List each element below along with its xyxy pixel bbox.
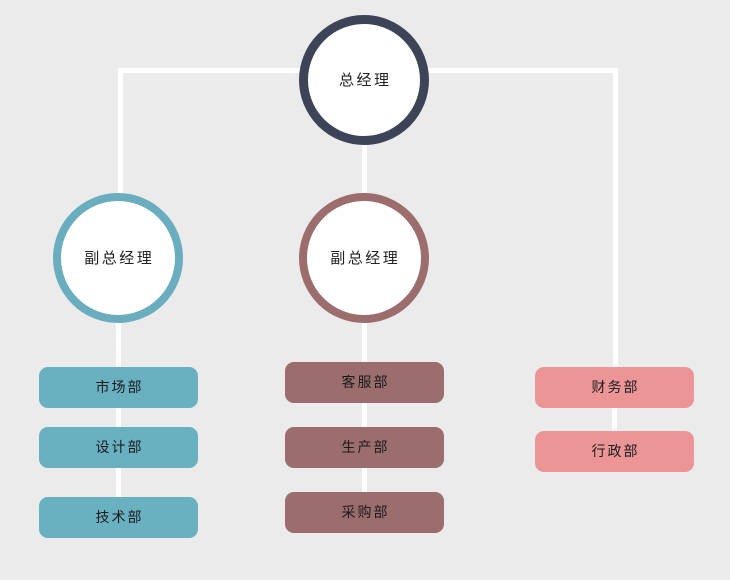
connector-right-column-spine bbox=[612, 370, 617, 470]
connector-root-to-middle-circle bbox=[362, 140, 367, 200]
node-deputy-general-manager-middle-label: 副总经理 bbox=[330, 248, 401, 267]
dept-box-procurement-label: 采购部 bbox=[341, 504, 390, 521]
dept-box-marketing-label: 市场部 bbox=[95, 379, 144, 396]
dept-box-technology[interactable]: 技术部 bbox=[39, 497, 198, 538]
dept-box-administration[interactable]: 行政部 bbox=[535, 431, 694, 472]
dept-box-administration-label: 行政部 bbox=[591, 443, 640, 460]
connector-bus-to-right-column bbox=[613, 68, 618, 373]
node-deputy-general-manager-middle[interactable]: 副总经理 bbox=[299, 193, 429, 323]
dept-box-customer-service[interactable]: 客服部 bbox=[285, 362, 444, 403]
dept-box-finance-label: 财务部 bbox=[591, 379, 640, 396]
dept-box-production[interactable]: 生产部 bbox=[285, 427, 444, 468]
dept-box-production-label: 生产部 bbox=[341, 439, 390, 456]
connector-middle-column-spine bbox=[362, 316, 367, 533]
node-general-manager-label: 总经理 bbox=[338, 70, 392, 89]
dept-box-customer-service-label: 客服部 bbox=[341, 374, 390, 391]
dept-box-finance[interactable]: 财务部 bbox=[535, 367, 694, 408]
node-deputy-general-manager-left[interactable]: 副总经理 bbox=[53, 193, 183, 323]
dept-box-design-label: 设计部 bbox=[95, 439, 144, 456]
dept-box-marketing[interactable]: 市场部 bbox=[39, 367, 198, 408]
dept-box-procurement[interactable]: 采购部 bbox=[285, 492, 444, 533]
dept-box-design[interactable]: 设计部 bbox=[39, 427, 198, 468]
node-deputy-general-manager-left-label: 副总经理 bbox=[84, 248, 155, 267]
node-general-manager[interactable]: 总经理 bbox=[299, 15, 429, 145]
connector-bus-to-left-circle bbox=[118, 68, 123, 198]
dept-box-technology-label: 技术部 bbox=[95, 509, 144, 526]
